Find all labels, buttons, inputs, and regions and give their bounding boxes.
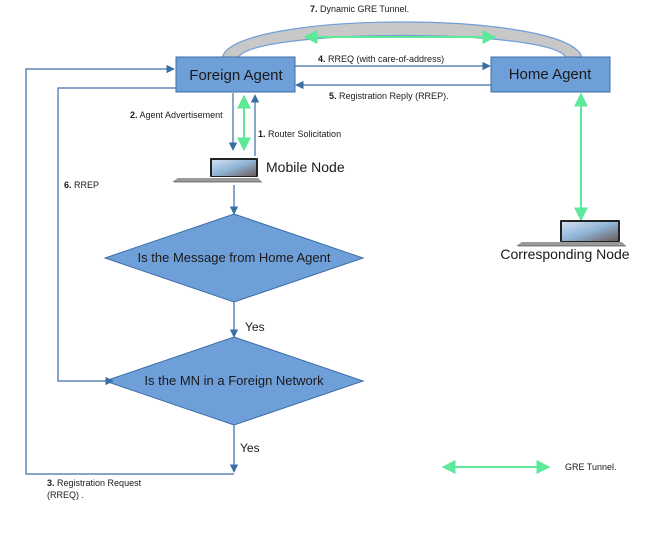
- corresponding-node-laptop-icon: [516, 220, 626, 247]
- foreign-agent-label: Foreign Agent: [189, 67, 283, 84]
- step-6-label: 6. RREP: [64, 180, 99, 190]
- mobile-node-label: Mobile Node: [266, 159, 345, 175]
- step-7-label: 7. Dynamic GRE Tunnel.: [310, 4, 409, 14]
- gre-tunnel-arc: [221, 21, 583, 59]
- step-5-label: 5. Registration Reply (RREP).: [329, 91, 449, 101]
- step-4-label: 4. RREQ (with care-of-address): [318, 54, 444, 64]
- home-agent-box: [490, 56, 611, 93]
- decision-from-home-agent-text: Is the Message from Home Agent: [138, 250, 331, 265]
- rrep-loop-line: [57, 87, 176, 386]
- home-agent-label: Home Agent: [509, 66, 592, 83]
- foreign-agent-box: [175, 56, 296, 93]
- legend-gre-tunnel-label: GRE Tunnel.: [565, 462, 617, 472]
- yes-label-2: Yes: [240, 441, 260, 455]
- step-3-label-line2: (RREQ) .: [47, 490, 84, 500]
- step-1-label: 1. Router Solicitation: [258, 129, 341, 139]
- mobile-node-laptop-icon: [172, 158, 262, 183]
- decision-in-foreign-network-text: Is the MN in a Foreign Network: [144, 373, 324, 388]
- step-2-label: 2. Agent Advertisement: [130, 110, 223, 120]
- yes-label-1: Yes: [245, 320, 265, 334]
- corresponding-node-label: Corresponding Node: [500, 246, 629, 262]
- step-3-label-line1: 3. Registration Request: [47, 478, 142, 488]
- registration-request-loop-line: [25, 64, 234, 475]
